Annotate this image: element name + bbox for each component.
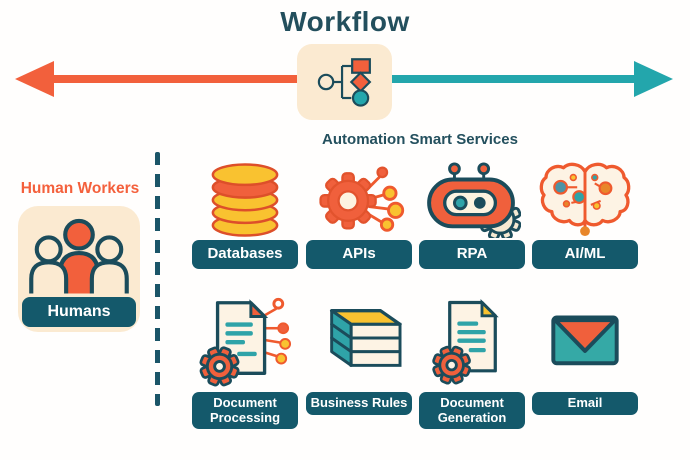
service-email: Email bbox=[529, 288, 641, 415]
automation-services-heading: Automation Smart Services bbox=[322, 131, 518, 148]
left-arrow-icon bbox=[15, 61, 345, 97]
workflow-icon-box bbox=[297, 44, 392, 120]
service-databases: Databases bbox=[189, 158, 301, 269]
aiml-badge: AI/ML bbox=[532, 240, 638, 269]
bidirectional-arrow bbox=[15, 61, 673, 97]
flowchart-icon bbox=[317, 58, 371, 107]
page-title: Workflow bbox=[280, 6, 410, 37]
service-business-rules: Business Rules bbox=[303, 288, 415, 415]
document-gear-network-icon bbox=[199, 297, 292, 387]
service-rpa: RPA bbox=[416, 158, 528, 269]
document-processing-badge: Document Processing bbox=[192, 392, 298, 430]
people-icon bbox=[29, 218, 129, 294]
databases-badge: Databases bbox=[192, 240, 298, 269]
service-document-processing: Document Processing bbox=[189, 288, 301, 430]
human-workers-card: Humans bbox=[18, 206, 140, 332]
human-workers-heading: Human Workers bbox=[20, 180, 140, 197]
business-rules-badge: Business Rules bbox=[306, 392, 412, 415]
dashed-divider-line bbox=[155, 152, 160, 406]
envelope-icon bbox=[551, 315, 619, 365]
circuit-brain-icon bbox=[539, 162, 631, 237]
robot-gear-icon bbox=[427, 162, 521, 238]
books-stack-icon bbox=[329, 309, 402, 367]
service-aiml: AI/ML bbox=[529, 158, 641, 269]
document-generation-badge: Document Generation bbox=[419, 392, 525, 430]
humans-badge: Humans bbox=[22, 297, 136, 327]
gear-network-icon bbox=[318, 166, 404, 232]
service-document-generation: Document Generation bbox=[416, 288, 528, 430]
document-gear-icon bbox=[431, 298, 499, 385]
database-stack-icon bbox=[211, 163, 279, 237]
apis-badge: APIs bbox=[306, 240, 412, 269]
email-badge: Email bbox=[532, 392, 638, 415]
right-arrow-icon bbox=[345, 61, 673, 97]
rpa-badge: RPA bbox=[419, 240, 525, 269]
service-apis: APIs bbox=[303, 158, 415, 269]
